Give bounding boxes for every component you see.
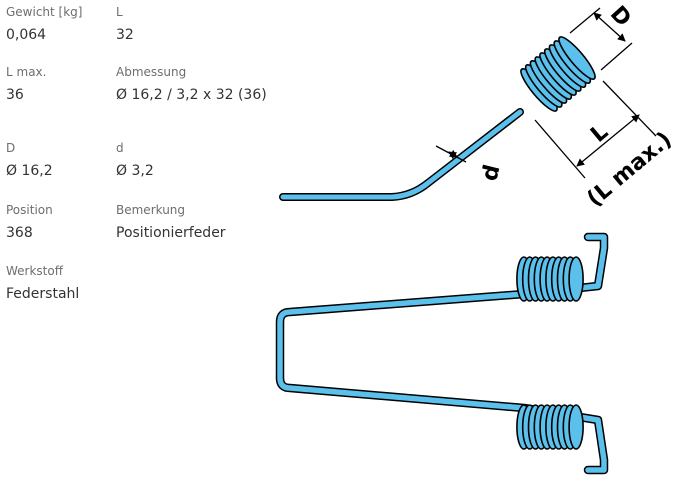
coil-winding [521, 256, 538, 302]
coil-winding [524, 64, 563, 108]
coil-winding [553, 40, 592, 84]
coil-winding [527, 256, 544, 302]
coil-winding [543, 48, 582, 92]
spec-length-label: L [116, 5, 123, 19]
coil-winding [533, 256, 550, 302]
coil-winding [516, 256, 532, 302]
spring-coil-side-view [520, 36, 596, 112]
coil-winding [558, 36, 596, 80]
spec-position: Position 368 [6, 203, 53, 242]
spec-material: Werkstoff Federstahl [6, 264, 79, 303]
spec-length: L 32 [116, 5, 134, 44]
coil-winding [539, 52, 577, 96]
coil-winding [521, 404, 538, 450]
spec-outer-diameter-label: D [6, 141, 16, 155]
spec-material-value: Federstahl [6, 286, 80, 302]
spec-weight: Gewicht [kg] 0,064 [6, 5, 82, 44]
dimension-label-L-max: (L max.) [583, 127, 677, 212]
spring-leg-outline [279, 108, 524, 201]
spec-outer-diameter: D Ø 16,2 [6, 141, 53, 180]
coil-winding [545, 256, 561, 302]
coil-winding [556, 404, 573, 450]
spec-remark-value: Positionierfeder [116, 225, 226, 241]
spec-lmax-label: L max. [6, 65, 47, 79]
spring-wire-outline [275, 232, 609, 475]
coil-winding [539, 256, 555, 302]
spec-length-value: 32 [116, 27, 134, 43]
spring-wire [277, 234, 607, 473]
coil-winding [550, 404, 567, 450]
spec-dimension: Abmessung Ø 16,2 / 3,2 x 32 (36) [116, 65, 267, 104]
spec-remark-label: Bemerkung [116, 203, 186, 217]
spec-dimension-label: Abmessung [116, 65, 187, 79]
coil-winding [520, 68, 558, 112]
coil-winding [534, 56, 573, 100]
dimension-annotations [435, 7, 657, 179]
coil-winding [529, 60, 568, 104]
spec-position-label: Position [6, 203, 53, 217]
coil-winding [562, 256, 579, 302]
front-view-spring [275, 232, 609, 475]
coil-winding [556, 256, 573, 302]
spring-leg [280, 109, 523, 200]
coil-winding [550, 256, 567, 302]
dimension-label-D: D [605, 2, 636, 32]
spec-outer-diameter-value: Ø 16,2 [6, 163, 53, 179]
spec-lmax-value: 36 [6, 87, 24, 103]
spec-weight-value: 0,064 [6, 27, 47, 43]
coil-winding [562, 404, 579, 450]
spec-dimension-value: Ø 16,2 / 3,2 x 32 (36) [116, 87, 267, 103]
dimension-label-wire-d: d [477, 162, 505, 183]
coil-winding [533, 404, 550, 450]
coil-winding [545, 404, 561, 450]
spring-coil-bottom [516, 404, 584, 450]
spec-remark: Bemerkung Positionierfeder [116, 203, 226, 242]
spec-material-label: Werkstoff [6, 264, 63, 278]
spring-coil-top [516, 256, 584, 302]
spec-weight-label: Gewicht [kg] [6, 5, 83, 19]
coil-winding [527, 404, 544, 450]
coil-winding [568, 404, 584, 450]
side-view-spring [279, 36, 596, 201]
coil-winding [548, 44, 587, 88]
spec-wire-diameter-label: d [116, 141, 124, 155]
coil-winding [516, 404, 532, 450]
spec-wire-diameter-value: Ø 3,2 [116, 163, 154, 179]
coil-winding [568, 256, 584, 302]
coil-winding [539, 404, 555, 450]
spec-lmax: L max. 36 [6, 65, 46, 104]
spec-wire-diameter: d Ø 3,2 [116, 141, 154, 180]
dimension-label-L: L [586, 120, 613, 148]
spec-position-value: 368 [6, 225, 33, 241]
